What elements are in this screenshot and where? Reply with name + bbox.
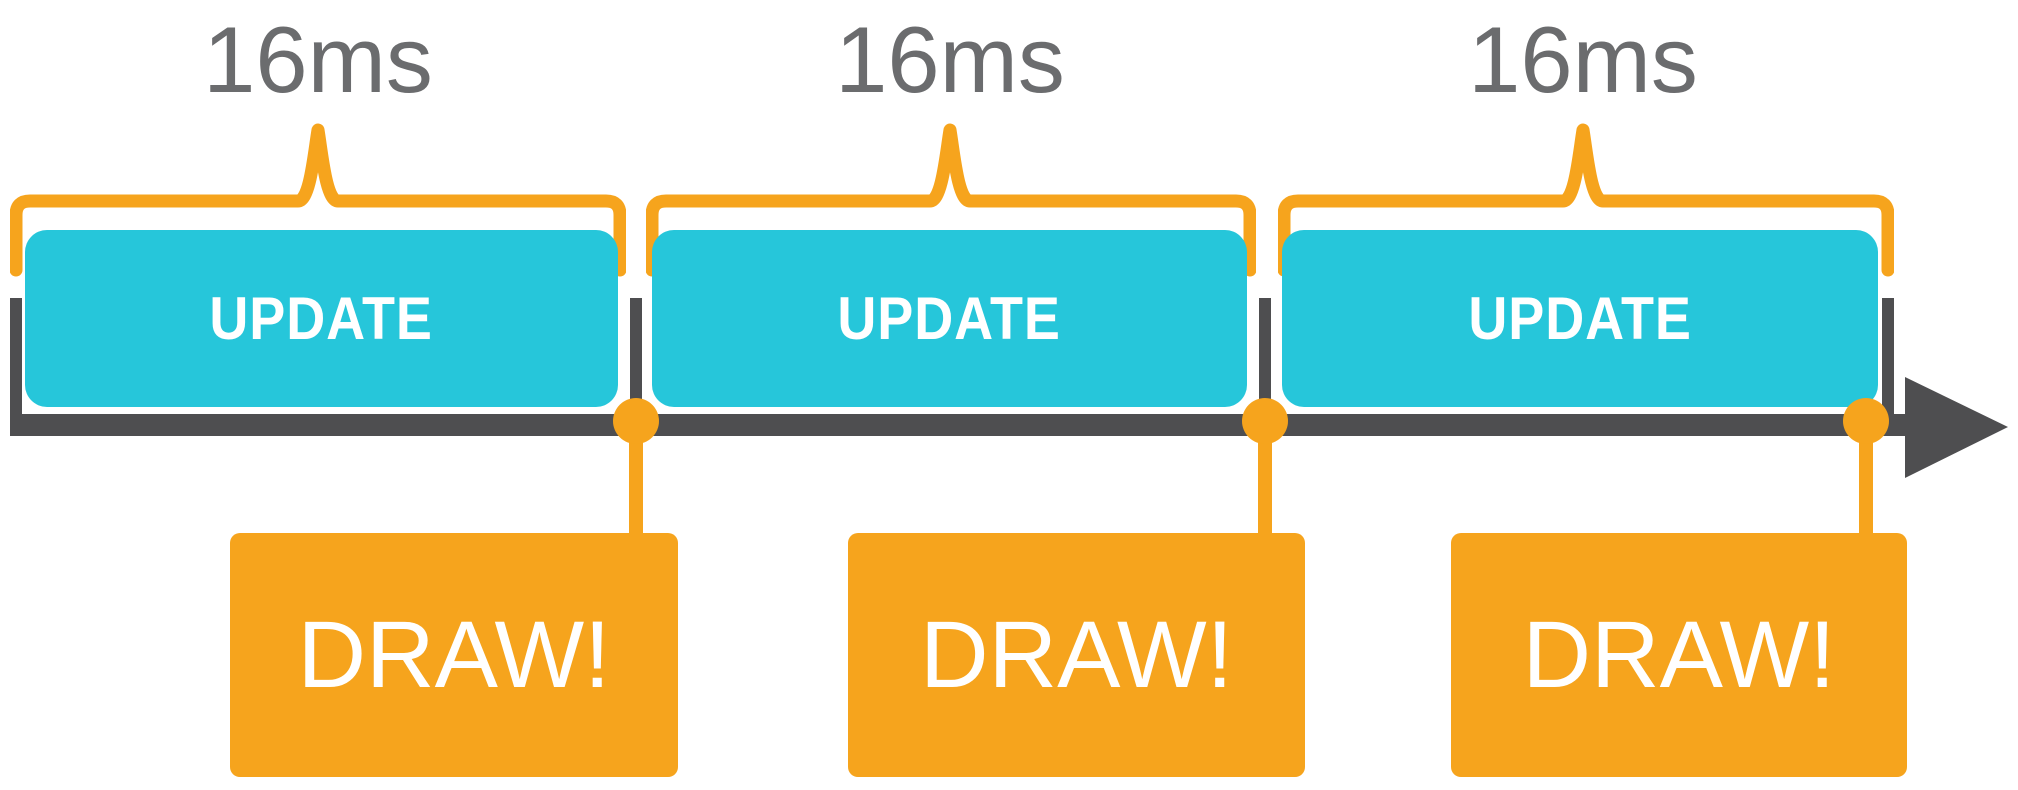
draw-label: DRAW! <box>1522 601 1836 708</box>
vsync-dot <box>1242 398 1288 444</box>
update-box: UPDATE <box>1282 230 1878 407</box>
update-box: UPDATE <box>25 230 618 407</box>
update-label: UPDATE <box>1468 285 1692 352</box>
draw-connector-stem <box>629 420 643 540</box>
update-label: UPDATE <box>837 285 1062 352</box>
timeline-tick <box>1882 298 1894 436</box>
frame-brace-icon <box>646 123 1256 277</box>
draw-connector-stem <box>1258 420 1272 540</box>
draw-box: DRAW! <box>1451 533 1907 777</box>
vsync-dot <box>1843 398 1889 444</box>
draw-label: DRAW! <box>297 601 611 708</box>
update-label: UPDATE <box>209 285 434 352</box>
frame-brace-icon <box>10 123 626 277</box>
timeline-arrowhead-icon <box>1905 377 2008 478</box>
draw-box: DRAW! <box>848 533 1305 777</box>
timeline-tick <box>10 298 22 436</box>
duration-label: 16ms <box>1468 7 1698 112</box>
draw-label: DRAW! <box>919 601 1234 708</box>
frame-brace-icon <box>1278 123 1894 277</box>
draw-connector-stem <box>1859 420 1873 540</box>
duration-label: 16ms <box>835 7 1065 112</box>
update-box: UPDATE <box>652 230 1247 407</box>
duration-label: 16ms <box>203 7 433 112</box>
timeline-bar <box>10 414 1910 436</box>
vsync-dot <box>613 398 659 444</box>
draw-box: DRAW! <box>230 533 678 777</box>
